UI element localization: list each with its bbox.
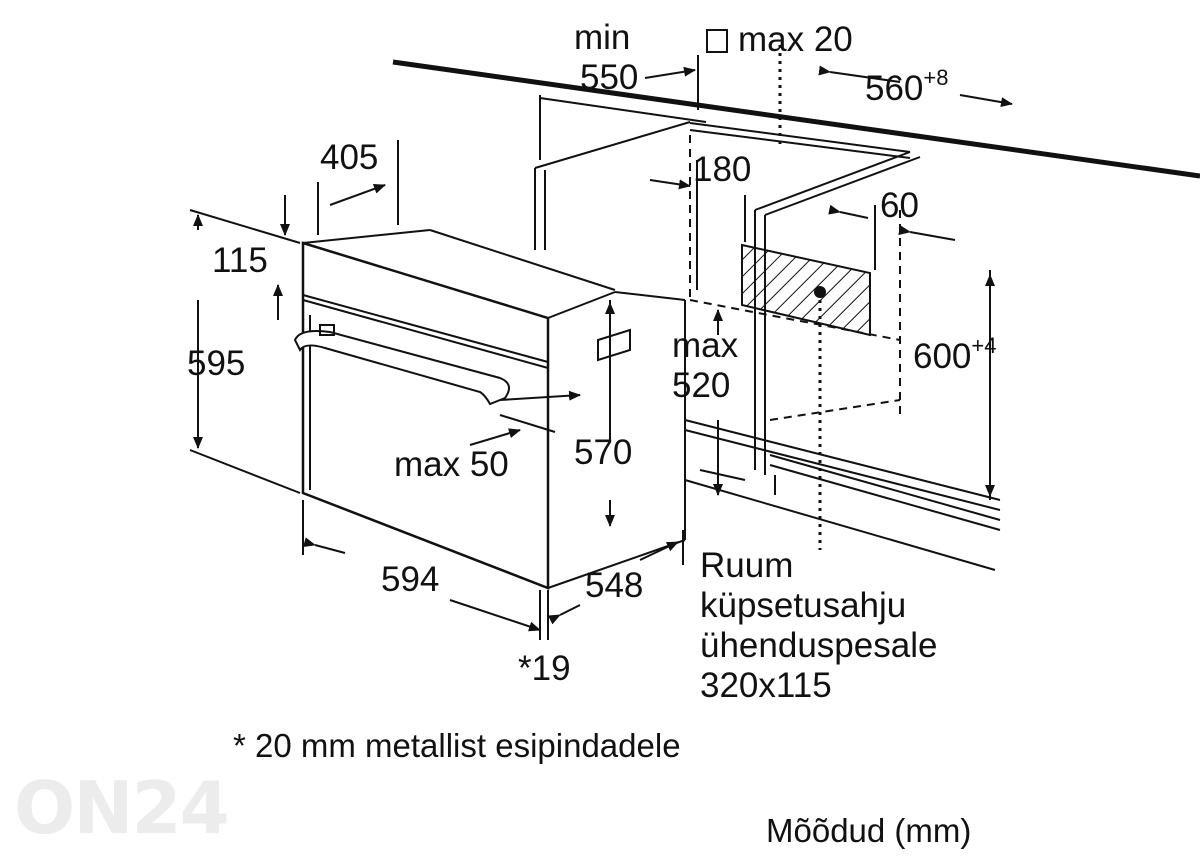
dim-180-label: 180: [693, 150, 752, 189]
dim-115-label: 115: [212, 241, 268, 280]
dimension-lines: [189, 55, 1013, 640]
socket-note-line2: küpsetusahju: [700, 586, 907, 625]
socket-note-line1: Ruum: [700, 546, 794, 585]
dim-19-label: *19: [518, 649, 571, 688]
width-594-label: 594: [381, 560, 440, 599]
worktop: [392, 59, 1200, 179]
socket-note-line4: 320x115: [700, 666, 832, 705]
units-label: Mõõdud (mm): [766, 812, 972, 849]
max-label: max: [672, 326, 739, 365]
min-label: min: [574, 18, 631, 57]
height-570-label: 570: [574, 433, 633, 472]
min-value-label: 550: [580, 58, 639, 97]
width-560-label: 560+8: [865, 67, 949, 108]
square-symbol-icon: [706, 29, 728, 53]
footnote: * 20 mm metallist esipindadele: [233, 727, 681, 764]
width-560-value: 560: [865, 69, 924, 108]
max50-label: max 50: [394, 445, 509, 484]
watermark-logo: ON24: [14, 766, 230, 850]
depth-405-label: 405: [320, 138, 379, 177]
max20-label: max 20: [706, 22, 853, 57]
socket-area: [741, 45, 871, 550]
height-600-value: 600: [913, 337, 972, 376]
depth-548-label: 548: [585, 566, 644, 605]
dim-60-label: 60: [880, 186, 919, 225]
height-600-tolerance: +4: [971, 333, 997, 358]
max-520-label: 520: [672, 366, 731, 405]
socket-note-line3: ühenduspesale: [700, 626, 938, 665]
width-560-tolerance: +8: [923, 65, 949, 90]
height-600-label: 600+4: [913, 335, 997, 376]
height-595-label: 595: [187, 344, 246, 383]
oven-body: [293, 229, 686, 590]
max20-text: max 20: [738, 20, 853, 59]
